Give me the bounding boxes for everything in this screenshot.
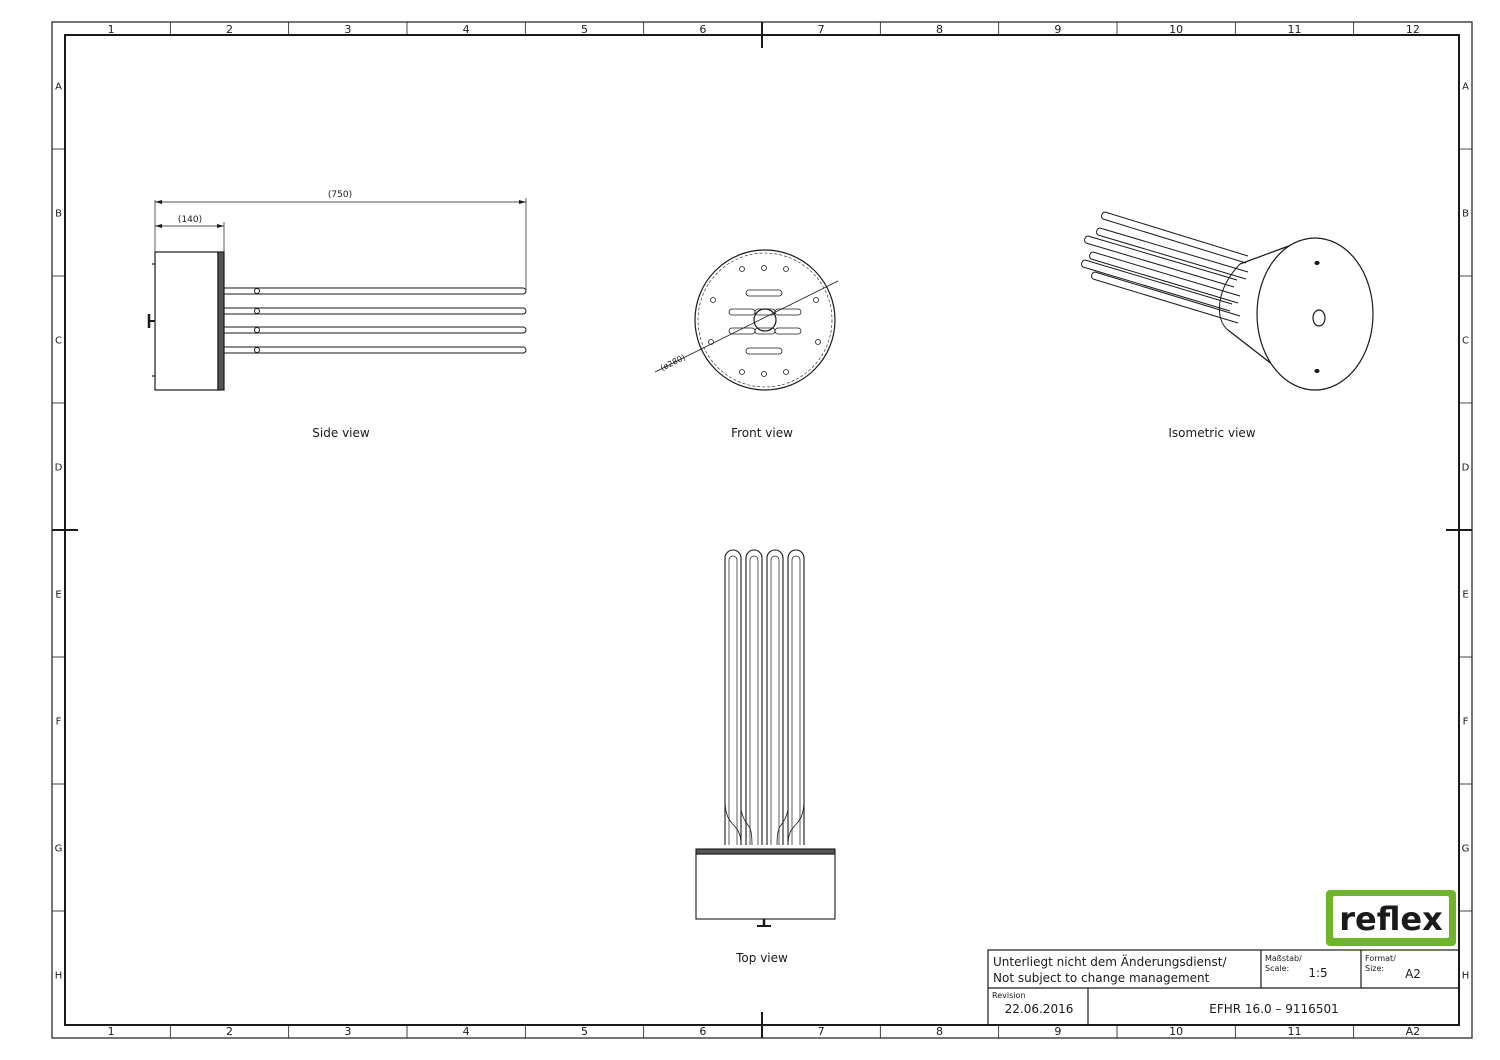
format-value: A2 xyxy=(1405,967,1421,981)
column-marker-top-9: 9 xyxy=(1054,23,1061,36)
row-marker-right-h: H xyxy=(1462,971,1470,982)
column-marker-top-7: 7 xyxy=(818,23,825,36)
reflex-logo: reflex xyxy=(1326,890,1456,946)
column-marker-top-1: 1 xyxy=(108,23,115,36)
column-marker-top-4: 4 xyxy=(463,23,470,36)
column-markers-bottom: 1 2 3 4 5 6 7 8 9 10 11 A2 xyxy=(108,1025,1420,1038)
revision-label: Revision xyxy=(992,991,1025,1000)
isometric-view xyxy=(1081,211,1374,391)
format-label-de: Format/ xyxy=(1365,954,1396,963)
row-markers-right: A B C D E F G H xyxy=(1459,82,1472,982)
row-marker-right-a: A xyxy=(1462,82,1469,93)
top-view-label: Top view xyxy=(735,951,788,965)
scale-value: 1:5 xyxy=(1308,966,1327,980)
change-note-de: Unterliegt nicht dem Änderungsdienst/ xyxy=(993,954,1227,969)
row-marker-left-g: G xyxy=(55,844,63,855)
row-marker-right-g: G xyxy=(1462,844,1470,855)
row-marker-left-c: C xyxy=(55,336,62,347)
revision-date: 22.06.2016 xyxy=(1005,1002,1074,1016)
column-marker-top-12: 12 xyxy=(1406,23,1420,36)
change-note-en: Not subject to change management xyxy=(993,971,1210,985)
row-marker-left-e: E xyxy=(55,590,61,601)
drawing-title: EFHR 16.0 – 9116501 xyxy=(1209,1002,1338,1016)
column-marker-top-6: 6 xyxy=(699,23,706,36)
side-view-dim-overall: (750) xyxy=(328,190,352,200)
row-marker-left-f: F xyxy=(56,717,62,728)
isometric-view-label: Isometric view xyxy=(1168,426,1255,440)
column-marker-bottom-10: 10 xyxy=(1169,1025,1183,1038)
drawing-frame xyxy=(51,21,1473,1039)
row-marker-left-a: A xyxy=(55,82,62,93)
title-block xyxy=(987,949,1460,1026)
row-marker-right-c: C xyxy=(1462,336,1469,347)
row-marker-right-e: E xyxy=(1462,590,1468,601)
row-marker-right-d: D xyxy=(1462,463,1470,474)
row-markers-left: A B C D E F G H xyxy=(52,82,65,982)
column-marker-bottom-12: A2 xyxy=(1406,1025,1421,1038)
side-view-label: Side view xyxy=(312,426,370,440)
format-label-en: Size: xyxy=(1365,964,1384,973)
column-marker-bottom-9: 9 xyxy=(1054,1025,1061,1038)
top-view xyxy=(695,549,836,927)
column-marker-bottom-7: 7 xyxy=(818,1025,825,1038)
column-marker-bottom-4: 4 xyxy=(463,1025,470,1038)
column-marker-top-2: 2 xyxy=(226,23,233,36)
front-view-dim-diameter: (ø280) xyxy=(659,353,687,373)
column-marker-bottom-6: 6 xyxy=(699,1025,706,1038)
row-marker-left-h: H xyxy=(55,971,63,982)
row-marker-right-f: F xyxy=(1463,717,1469,728)
column-marker-bottom-11: 11 xyxy=(1288,1025,1302,1038)
column-marker-bottom-2: 2 xyxy=(226,1025,233,1038)
column-marker-bottom-5: 5 xyxy=(581,1025,588,1038)
column-marker-bottom-1: 1 xyxy=(108,1025,115,1038)
column-marker-top-11: 11 xyxy=(1288,23,1302,36)
column-marker-bottom-8: 8 xyxy=(936,1025,943,1038)
column-marker-top-5: 5 xyxy=(581,23,588,36)
front-view-label: Front view xyxy=(731,426,793,440)
logo-wordmark: reflex xyxy=(1339,900,1443,938)
column-marker-top-3: 3 xyxy=(344,23,351,36)
scale-label-de: Maßstab/ xyxy=(1265,954,1302,963)
row-marker-right-b: B xyxy=(1462,209,1469,220)
side-view-dim-flange: (140) xyxy=(178,215,202,225)
row-marker-left-b: B xyxy=(55,209,62,220)
column-marker-top-8: 8 xyxy=(936,23,943,36)
row-marker-left-d: D xyxy=(55,463,63,474)
column-marker-top-10: 10 xyxy=(1169,23,1183,36)
column-marker-bottom-3: 3 xyxy=(344,1025,351,1038)
front-view xyxy=(654,249,839,391)
scale-label-en: Scale: xyxy=(1265,964,1289,973)
side-view xyxy=(147,198,527,391)
